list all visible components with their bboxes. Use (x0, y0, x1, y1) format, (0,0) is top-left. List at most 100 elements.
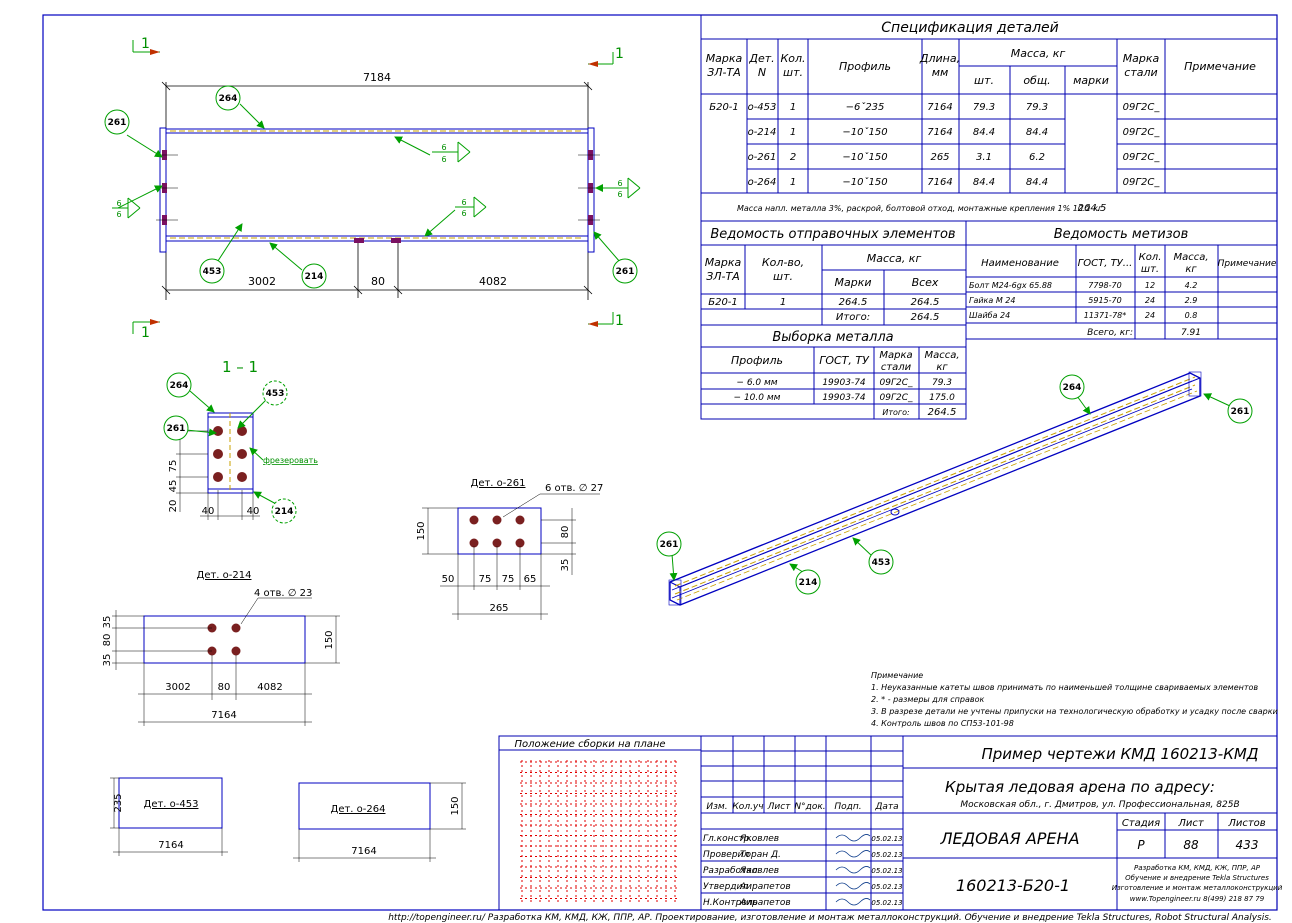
det261-d75a: 75 (479, 574, 492, 585)
vyborka-table (700, 324, 967, 420)
det214-holes: 4 отв. ∅ 23 (254, 588, 312, 599)
spec-h-det: Дет. (748, 52, 774, 65)
sec-dim-40b: 40 (247, 506, 260, 517)
spec-title: Спецификация деталей (881, 20, 1058, 36)
spec-row-sht: 84.4 (973, 127, 995, 138)
col-izm: Изм. (706, 802, 727, 812)
otpr-row-marki: 264.5 (839, 297, 868, 308)
main-dim-a: 3002 (248, 275, 276, 288)
vyborka-h-massa2: кг (936, 362, 948, 373)
stamp-list: 88 (1183, 838, 1199, 852)
spec-h-stal2: стали (1124, 66, 1157, 79)
signature (835, 866, 871, 874)
det264-d7164: 7164 (351, 846, 376, 857)
det214-d35a: 35 (102, 616, 113, 629)
vyborka-row-massa: 175.0 (929, 393, 955, 403)
sec-callout-261: 261 (167, 424, 186, 434)
metiz-h-massa2: кг (1185, 264, 1197, 275)
otpr-h-marki: Марки (834, 276, 871, 289)
main-dim-b: 80 (371, 275, 385, 288)
det261-d65: 65 (524, 574, 537, 585)
vyborka-h-massa: Масса, (924, 350, 959, 361)
det214-d80b: 80 (218, 682, 231, 693)
plan-grid (520, 760, 678, 905)
det264-view: Дет. о-264 150 7164 (293, 782, 466, 862)
spec-h-det2: N (758, 66, 766, 79)
spec-row-dlina: 7164 (927, 127, 952, 138)
stamp-role: Утвердил (703, 882, 748, 892)
notes-title: Примечание (871, 671, 923, 680)
spec-row-dlina: 265 (930, 152, 949, 163)
spec-h-kol: Кол. (780, 52, 805, 65)
det261-title: Дет. о-261 (471, 478, 526, 489)
weld-2a: 6 (617, 179, 622, 188)
section-mark-2: 1 (615, 46, 624, 62)
vyborka-row-gost: 19903-74 (822, 378, 866, 388)
spec-row-dlina: 7164 (927, 102, 952, 113)
stamp-date: 05.02.13 (871, 883, 902, 891)
spec-row-obsh: 84.4 (1026, 177, 1048, 188)
sec-dim-75: 75 (168, 460, 179, 473)
stamp-name: Торан Д. (740, 850, 781, 860)
callout-453: 453 (203, 267, 222, 277)
spec-h-profil: Профиль (839, 60, 891, 73)
otpr-itogo: 264.5 (911, 312, 940, 323)
plan-title: Положение сборки на плане (514, 738, 665, 750)
otpr-h-kol2: шт. (773, 270, 793, 283)
stamp-name: Аирапетов (739, 882, 791, 892)
det214-d4082: 4082 (257, 682, 282, 693)
otpr-h-kol: Кол-во, (762, 256, 804, 269)
spec-row-stal: 09Г2С_ (1123, 102, 1161, 113)
det214-d35b: 35 (102, 654, 113, 667)
weld-4a: 6 (116, 199, 121, 208)
spec-row-kol: 1 (790, 127, 796, 138)
section-mark-4: 1 (615, 313, 624, 329)
company-3: Изготовление и монтаж металлоконструкций (1112, 884, 1283, 892)
stamp-stadiya: Р (1137, 838, 1145, 852)
spec-footer-mass: 264.5 (1078, 203, 1107, 214)
spec-row-kol: 1 (790, 102, 796, 113)
stamp-stadiya-label: Стадия (1122, 818, 1160, 829)
weld-2b: 6 (617, 190, 622, 199)
main-dim-total: 7184 (363, 71, 391, 84)
metiz-h-kol2: шт. (1141, 264, 1159, 275)
note-2: 2. * - размеры для справок (871, 695, 984, 704)
metiz-row-name: Шайба 24 (969, 311, 1010, 320)
footer-line: http://topengineer.ru/ Разработка КМ, КМ… (388, 913, 1272, 923)
weld-4b: 6 (116, 210, 121, 219)
frezer-label: фрезеровать (263, 456, 318, 465)
sec-dim-45: 45 (168, 480, 179, 493)
spec-row-profil: −10ˇ150 (842, 176, 887, 188)
otpr-h-marka: Марка (705, 256, 742, 269)
det261-d35: 35 (560, 559, 571, 572)
spec-h-marka2: ЗЛ-ТА (707, 66, 741, 79)
signature (835, 882, 871, 890)
weld-3b: 6 (461, 209, 466, 218)
stamp-address: Московская обл., г. Дмитров, ул. Професс… (960, 800, 1239, 810)
spec-h-stal: Марка (1123, 52, 1160, 65)
company-1: Разработка КМ, КМД, КЖ, ППР, АР (1134, 864, 1261, 872)
stamp-role: Проверил (703, 850, 749, 860)
stamp-sheet-name: ЛЕДОВАЯ АРЕНА (939, 829, 1079, 848)
main-view: 7184 3002 80 4082 (104, 36, 641, 341)
det214-d80: 80 (102, 634, 113, 647)
det261-view: Дет. о-261 6 отв. ∅ 27 150 80 35 50 75 7… (416, 478, 603, 620)
iso-callout-453: 453 (872, 558, 891, 568)
weld-1b: 6 (441, 155, 446, 164)
metiz-title: Ведомость метизов (1054, 227, 1189, 242)
company-2: Обучение и внедрение Tekla Structures (1125, 874, 1269, 882)
spec-row-profil: −10ˇ150 (842, 126, 887, 138)
spec-row-profil: −6ˇ235 (846, 101, 885, 113)
stamp-code: Пример чертежи КМД 160213-КМД (981, 745, 1258, 763)
iso-callout-261-left: 261 (660, 540, 679, 550)
metiz-row-kol: 24 (1145, 311, 1155, 320)
vyborka-row-gost: 19903-74 (822, 393, 866, 403)
spec-h-sht: шт. (974, 74, 994, 87)
vyborka-row-massa: 79.3 (932, 378, 952, 388)
spec-mark: Б20-1 (709, 102, 739, 113)
det264-title: Дет. о-264 (331, 804, 386, 815)
callout-261-right: 261 (616, 267, 635, 277)
vyborka-title: Выборка металла (772, 330, 893, 345)
metiz-row-name: Болт М24-6gх 65.88 (969, 281, 1052, 290)
